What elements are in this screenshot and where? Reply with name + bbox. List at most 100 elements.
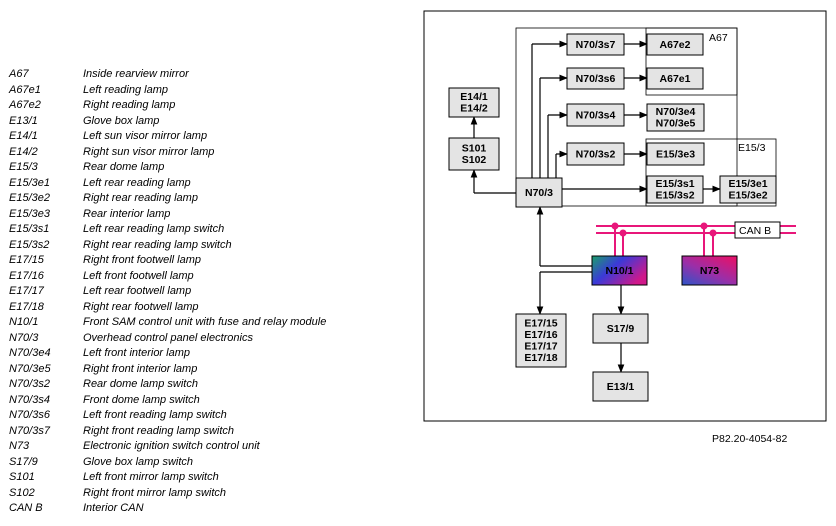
box-label: N73 xyxy=(700,265,719,277)
legend-description: Rear interior lamp xyxy=(83,207,171,220)
legend-description: Left front reading lamp switch xyxy=(83,409,227,421)
box-label: N70/3e4 xyxy=(656,106,696,118)
a67-group-label: A67 xyxy=(709,32,728,44)
legend-description: Right front footwell lamp xyxy=(83,254,201,266)
legend-description: Overhead control panel electronics xyxy=(83,331,253,344)
legend-row: N70/3s2 Rear dome lamp switch xyxy=(9,377,419,393)
box-shape xyxy=(681,255,738,286)
box-label: E13/1 xyxy=(607,381,635,393)
box-label: S102 xyxy=(462,154,487,166)
box-n70-3s2: N70/3s2 xyxy=(566,142,625,166)
legend-row: E17/15 Right front footwell lamp xyxy=(9,253,419,269)
box-shape xyxy=(566,67,625,90)
box-label: E15/3e1 xyxy=(728,178,767,190)
legend-row: E15/3s1 Left rear reading lamp switch xyxy=(9,222,419,238)
legend-code: E13/1 xyxy=(9,114,38,127)
box-label: S101 xyxy=(462,143,487,155)
legend-code: E17/18 xyxy=(9,300,44,313)
legend-code: S102 xyxy=(9,486,35,499)
legend-code: S101 xyxy=(9,471,35,483)
legend-code: E17/17 xyxy=(9,285,44,297)
legend-code: N70/3s4 xyxy=(9,393,50,406)
legend-description: Right front reading lamp switch xyxy=(83,424,235,437)
legend-code: A67 xyxy=(9,68,29,80)
legend-description: Right front interior lamp xyxy=(83,362,198,375)
legend-code: E15/3e1 xyxy=(9,176,50,189)
legend-row: E15/3e3 Rear interior lamp xyxy=(9,207,419,223)
legend-code: N70/3e5 xyxy=(9,362,51,375)
box-label: N10/1 xyxy=(605,265,633,277)
legend-code: E15/3e3 xyxy=(9,207,50,220)
legend-row: N70/3s4 Front dome lamp switch xyxy=(9,393,419,409)
box-label: E15/3s1 xyxy=(655,178,694,190)
legend-code: A67e2 xyxy=(9,99,41,111)
box-a67e2: A67e2 xyxy=(646,33,704,56)
box-label: N70/3s6 xyxy=(576,73,616,85)
legend-description: Rear dome lamp switch xyxy=(83,378,198,390)
connection-lines xyxy=(470,40,721,373)
diagram-frame xyxy=(423,10,827,422)
box-shape xyxy=(646,103,705,132)
legend-description: Left rear reading lamp switch xyxy=(83,223,225,235)
legend-description: Electronic ignition switch control unit xyxy=(83,440,260,452)
box-label: E17/15 xyxy=(524,318,557,330)
e15-3-group-label: E15/3 xyxy=(738,142,766,154)
legend-code: E17/16 xyxy=(9,269,44,282)
legend-description: Left sun visor mirror lamp xyxy=(83,130,208,142)
box-label: E17/17 xyxy=(524,341,557,353)
legend-description: Left front interior lamp xyxy=(83,347,190,359)
box-label: E14/1 xyxy=(460,91,488,103)
box-s17-9: S17/9 xyxy=(592,313,649,344)
box-label: N70/3s7 xyxy=(576,39,616,51)
legend-description: Right rear reading lamp xyxy=(83,192,198,204)
box-label: N70/3s2 xyxy=(576,148,616,160)
box-label: N70/3s4 xyxy=(576,109,616,121)
legend-row: N70/3 Overhead control panel electronics xyxy=(9,331,419,347)
n70-3-group-outline xyxy=(515,27,738,207)
legend-description: Right rear footwell lamp xyxy=(83,300,199,313)
box-label: N70/3e5 xyxy=(656,118,696,130)
legend-row: E17/17 Left rear footwell lamp xyxy=(9,284,419,300)
legend-code: N70/3s2 xyxy=(9,378,50,390)
legend-code: CAN B xyxy=(9,502,43,514)
box-shape xyxy=(719,175,777,204)
e15-3-group-outline xyxy=(645,138,777,207)
box-label: E14/2 xyxy=(460,103,488,115)
legend-code: S17/9 xyxy=(9,455,38,468)
legend-code: E15/3s1 xyxy=(9,223,50,235)
legend-code: E15/3e2 xyxy=(9,192,50,204)
box-shape xyxy=(515,177,563,208)
legend-row: N70/3e5 Right front interior lamp xyxy=(9,362,419,378)
legend-code: N70/3 xyxy=(9,331,39,344)
legend-code: E14/2 xyxy=(9,145,38,158)
box-n70-3s4: N70/3s4 xyxy=(566,103,625,127)
box-label: N70/3 xyxy=(525,187,553,199)
legend-description: Inside rearview mirror xyxy=(83,68,189,80)
box-shape xyxy=(448,87,500,118)
legend-description: Left rear footwell lamp xyxy=(83,285,192,297)
box-shape xyxy=(566,142,625,166)
legend-description: Front dome lamp switch xyxy=(83,393,200,406)
legend-description: Rear dome lamp xyxy=(83,161,165,173)
legend-description: Left rear reading lamp xyxy=(83,176,191,189)
legend-code: E17/15 xyxy=(9,254,44,266)
box-a67e1: A67e1 xyxy=(646,67,704,90)
